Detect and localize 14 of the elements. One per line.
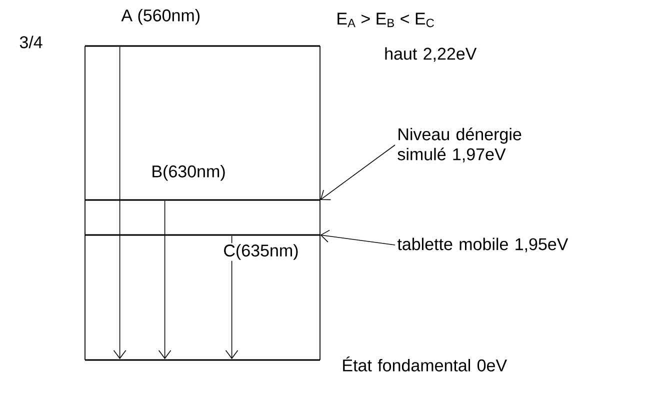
edge-label: B(630nm): [152, 164, 225, 181]
level-label: État fondamental 0eV: [343, 356, 507, 372]
transition-arrow: [158, 200, 172, 360]
transition-arrow: [225, 236, 238, 360]
note-text: 3/4: [20, 36, 42, 48]
level-label: haut 2,22eV: [385, 47, 477, 62]
leader-arrow: [320, 230, 396, 246]
note-text: E$_{A}$ > E$_{B}$ < E$_{C}$: [338, 12, 434, 28]
leader-arrow: [320, 144, 396, 200]
edge-label: C(635nm): [224, 244, 298, 260]
edge-label: A (560nm): [121, 8, 200, 25]
transition-arrow: [113, 46, 126, 360]
annotation-text: tablette mobile 1,95eV: [397, 238, 568, 252]
annotation-text: Niveau dénergie simulé 1,97eV: [398, 128, 522, 162]
